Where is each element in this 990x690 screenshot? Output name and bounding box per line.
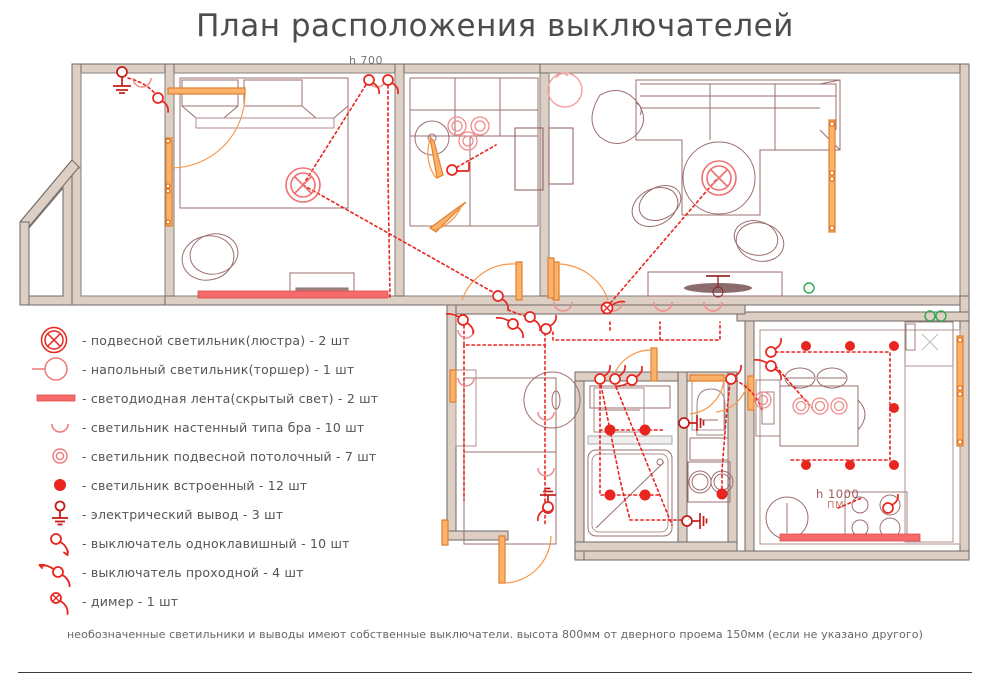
two-way-switch-corridor-2 (495, 316, 524, 339)
legend-label: - светильник настенный типа бра - 10 шт (82, 420, 365, 435)
dimmer-switch-icon (26, 587, 82, 616)
legend-label: - подвесной светильник(люстра) - 2 шт (82, 333, 350, 348)
switches-layer (152, 74, 899, 522)
single-switch-icon (26, 529, 82, 558)
pendant-chandelier-living (701, 160, 737, 196)
two-way-switch-corridor (445, 312, 474, 335)
wall-sconce-icon (26, 413, 82, 442)
legend-item-led-strip: - светодиодная лента(скрытый свет) - 2 ш… (26, 384, 426, 413)
led-strips-layer (197, 290, 921, 542)
legend-item-floor-lamp: - напольный светильник(торшер) - 1 шт (26, 355, 426, 384)
legend-item-single-switch: - выключатель одноклавишный - 10 шт (26, 529, 426, 558)
two-way-switch-icon (26, 558, 82, 587)
bottom-divider (18, 672, 972, 673)
legend-label: - выключатель проходной - 4 шт (82, 565, 304, 580)
legend-item-wall-sconce: - светильник настенный типа бра - 10 шт (26, 413, 426, 442)
footer-note: необозначенные светильники и выводы имею… (67, 628, 923, 641)
legend-label: - электрический вывод - 3 шт (82, 507, 284, 522)
legend-item-pendant-chandelier: - подвесной светильник(люстра) - 2 шт (26, 326, 426, 355)
height-annotation-1000: h 1000 (816, 487, 860, 501)
floor-lamp-living (547, 72, 583, 108)
legend-item-two-way-switch: - выключатель проходной - 4 шт (26, 558, 426, 587)
furniture-layer (179, 77, 961, 545)
ceiling-pendants (447, 116, 848, 415)
legend-label: - светильник подвесной потолочный - 7 шт (82, 449, 377, 464)
recessed-lights (604, 341, 899, 501)
legend-item-electrical-outlet: - электрический вывод - 3 шт (26, 500, 426, 529)
recessed-light-icon (26, 471, 82, 500)
legend-label: - светодиодная лента(скрытый свет) - 2 ш… (82, 391, 379, 406)
led-strip-icon (26, 384, 82, 413)
legend-label: - димер - 1 шт (82, 594, 179, 609)
legend-item-ceiling-pendant: - светильник подвесной потолочный - 7 шт (26, 442, 426, 471)
doors-layer (165, 87, 964, 584)
ceiling-pendant-icon (26, 442, 82, 471)
legend-item-recessed-light: - светильник встроенный - 12 шт (26, 471, 426, 500)
wiring-layer (127, 77, 891, 526)
two-way-switch-bath (614, 365, 643, 388)
legend-label: - напольный светильник(торшер) - 1 шт (82, 362, 355, 377)
floor-lamp-icon (26, 355, 82, 384)
electrical-outlet-icon (26, 500, 82, 529)
page-title: План расположения выключателей (196, 8, 794, 44)
pendant-chandelier-bedroom (285, 167, 321, 203)
two-way-switch-kitchen (753, 358, 782, 381)
legend-item-dimmer-switch: - димер - 1 шт (26, 587, 426, 616)
pendant-chandelier-icon (26, 326, 82, 355)
green-markers (803, 282, 947, 322)
legend: - подвесной светильник(люстра) - 2 шт - … (26, 326, 426, 616)
legend-label: - выключатель одноклавишный - 10 шт (82, 536, 350, 551)
dimmer-switch-living (600, 300, 626, 315)
dishwasher-label: ПМ (827, 500, 845, 511)
legend-label: - светильник встроенный - 12 шт (82, 478, 308, 493)
